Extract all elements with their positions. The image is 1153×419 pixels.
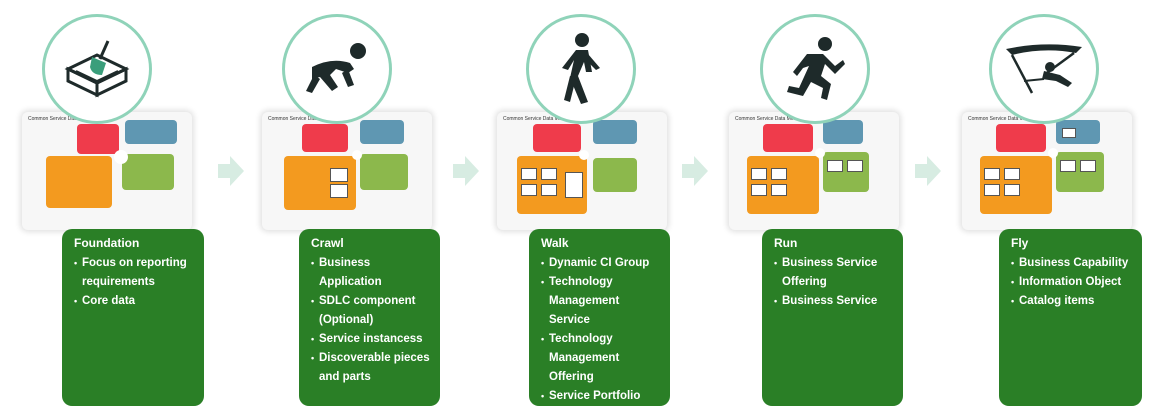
block-red (302, 124, 348, 152)
card-fly: Fly Business Capability Information Obje… (999, 229, 1142, 406)
center-node (114, 150, 128, 164)
block-blue (125, 120, 177, 144)
card-walk: Walk Dynamic CI Group Technology Managem… (529, 229, 670, 406)
circle-fly (989, 14, 1099, 124)
mini-box (1062, 128, 1076, 138)
circle-walk (526, 14, 636, 124)
mini-box (751, 184, 767, 196)
list-item: Discoverable pieces and parts (311, 349, 432, 387)
walking-person-icon (562, 33, 600, 104)
mini-box (1004, 184, 1020, 196)
thumbnail-run: Common Service Data Model (729, 112, 899, 230)
mini-box (330, 168, 348, 182)
center-node (1048, 148, 1058, 158)
stage-items: Business Capability Information Object C… (1011, 254, 1134, 311)
block-green (1056, 152, 1104, 192)
thumbnail-title: Common Service Data Model (735, 116, 801, 122)
stage-title: Crawl (311, 236, 344, 250)
list-item: Service instancess (311, 330, 432, 349)
mini-box (771, 184, 787, 196)
block-red (77, 124, 119, 154)
block-red (763, 124, 813, 152)
center-node (815, 148, 825, 158)
stage-items: Dynamic CI Group Technology Management S… (541, 254, 662, 406)
thumbnail-title: Common Service Data Model (503, 116, 569, 122)
list-item: Technology Management Offering (541, 330, 662, 387)
list-item: Catalog items (1011, 292, 1134, 311)
mini-box (1004, 168, 1020, 180)
card-foundation: Foundation Focus on reporting requiremen… (62, 229, 204, 406)
thumbnail-crawl: Common Service Data Model (262, 112, 432, 230)
circle-foundation (42, 14, 152, 124)
stage-items: Focus on reporting requirements Core dat… (74, 254, 196, 311)
block-green (593, 158, 637, 192)
center-node (352, 150, 362, 160)
block-orange (284, 156, 356, 210)
crawling-person-icon (306, 43, 366, 93)
mini-box (984, 184, 1000, 196)
arrow-right-icon (218, 156, 244, 186)
mini-box (827, 160, 843, 172)
running-person-icon (787, 37, 845, 100)
thumbnail-title: Common Service Data Model (28, 116, 94, 122)
circle-run (760, 14, 870, 124)
thumbnail-walk: Common Service Data Model (497, 112, 667, 230)
mini-box (541, 184, 557, 196)
stage-title: Run (774, 236, 798, 250)
arrow-right-icon (915, 156, 941, 186)
block-blue (360, 120, 404, 144)
circle-crawl (282, 14, 392, 124)
card-crawl: Crawl Business Application SDLC componen… (299, 229, 440, 406)
list-item: Business Capability (1011, 254, 1134, 273)
stage-title: Foundation (74, 236, 140, 250)
block-red (533, 124, 581, 152)
stage-title: Fly (1011, 236, 1029, 250)
hang-glider-icon (1006, 44, 1082, 94)
list-item: Business Application (311, 254, 432, 292)
list-item: SDLC component (Optional) (311, 292, 432, 330)
mini-box (1060, 160, 1076, 172)
list-item: Technology Management Service (541, 273, 662, 330)
block-green (360, 154, 408, 190)
card-run: Run Business Service Offering Business S… (762, 229, 903, 406)
stage-items: Business Application SDLC component (Opt… (311, 254, 432, 387)
mini-box (984, 168, 1000, 180)
block-green (823, 152, 869, 192)
sandbox-shovel-icon (64, 40, 130, 98)
mini-box (330, 184, 348, 198)
thumbnail-title: Common Service Data Model (268, 116, 334, 122)
arrow-right-icon (453, 156, 479, 186)
block-blue (593, 120, 637, 144)
list-item: Business Service Offering (774, 254, 895, 292)
thumbnail-foundation: Common Service Data Model (22, 112, 192, 230)
center-node (579, 150, 589, 160)
thumbnail-fly: Common Service Data Model (962, 112, 1132, 230)
stage-items: Business Service Offering Business Servi… (774, 254, 895, 311)
list-item: Core data (74, 292, 196, 311)
stage-title: Walk (541, 236, 569, 250)
block-green (122, 154, 174, 190)
list-item: Information Object (1011, 273, 1134, 292)
list-item: Service Portfolio (541, 387, 662, 406)
block-red (996, 124, 1046, 152)
list-item: Dynamic CI Group (541, 254, 662, 273)
block-blue (823, 120, 863, 144)
mini-box (847, 160, 863, 172)
mini-box (565, 172, 583, 198)
mini-box (541, 168, 557, 180)
thumbnail-title: Common Service Data Model (968, 116, 1034, 122)
list-item: Business Service (774, 292, 895, 311)
mini-box (1080, 160, 1096, 172)
list-item: Focus on reporting requirements (74, 254, 196, 292)
mini-box (751, 168, 767, 180)
mini-box (521, 168, 537, 180)
mini-box (771, 168, 787, 180)
mini-box (521, 184, 537, 196)
arrow-right-icon (682, 156, 708, 186)
block-orange (46, 156, 112, 208)
